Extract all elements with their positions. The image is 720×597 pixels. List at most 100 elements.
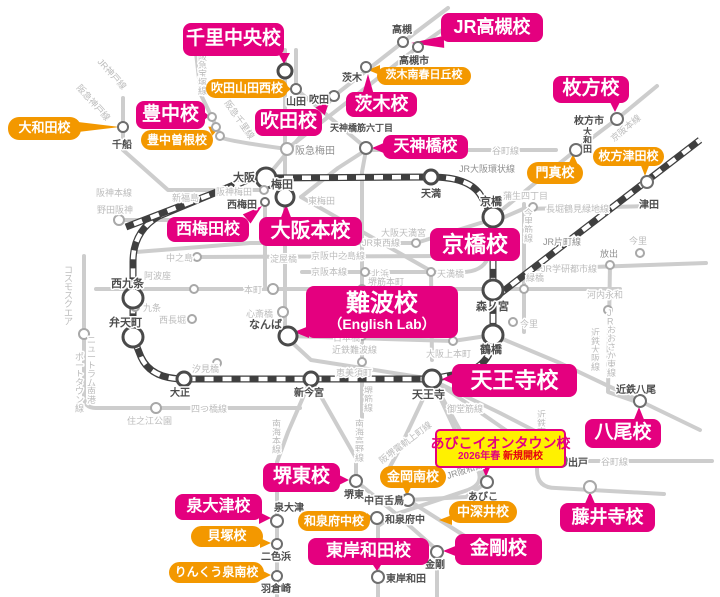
school-name: 泉大津校 (186, 498, 251, 516)
school-label-sub[interactable]: 豊中曽根校 (141, 130, 213, 150)
school-label-tail (280, 204, 292, 220)
school-label-tail (278, 53, 290, 64)
school-name: 大阪本校 (270, 219, 351, 242)
school-label-sub[interactable]: 大和田校 (8, 117, 81, 140)
station-name: 金剛 (424, 558, 445, 571)
station-name: 緑橋 (526, 272, 544, 283)
school-label-sub[interactable]: 吹田山田西校 (206, 79, 288, 98)
school-label-main[interactable]: 藤井寺校 (560, 503, 655, 532)
station-circle (640, 175, 654, 189)
station-circle (150, 402, 162, 414)
station-name: 淀屋橋 (270, 253, 297, 264)
station-circle (481, 323, 505, 347)
school-name: 茨木南春日丘校 (385, 69, 463, 82)
rail-line-name: 阪急千里線 (222, 98, 257, 141)
school-label-main[interactable]: 八尾校 (585, 419, 661, 448)
school-name: JR高槻校 (453, 16, 531, 37)
school-label-main[interactable]: 京橋校 (430, 228, 520, 261)
station-name: 中百舌鳥 (364, 494, 404, 507)
school-label-sub[interactable]: 枚方津田校 (593, 147, 664, 166)
station-name: 西九条 (111, 276, 145, 290)
station-name: 茨木 (342, 71, 363, 84)
station-circle (412, 41, 424, 53)
school-label-main[interactable]: 大阪本校 (259, 217, 362, 246)
school-label-main[interactable]: 天神橋校 (383, 135, 468, 159)
school-label-tail (294, 326, 309, 338)
station-name: 本町 (244, 284, 262, 295)
school-label-sub[interactable]: 貝塚校 (191, 526, 263, 547)
station-circle (271, 570, 283, 582)
school-label-tail (362, 74, 374, 95)
rail-jr-hanwa-line (376, 378, 482, 597)
school-label-sub[interactable]: 門真校 (527, 162, 583, 184)
school-label-sub[interactable]: 中深井校 (449, 501, 517, 523)
rail-line-name: ニュートラム南港 (87, 335, 96, 405)
school-name: 難波校 (346, 290, 418, 318)
rail-line-name: 近鉄大阪線 (591, 327, 600, 372)
school-label-sub[interactable]: 金岡南校 (380, 466, 446, 488)
school-label-main[interactable]: 泉大津校 (175, 494, 262, 520)
school-label-sub[interactable]: 和泉府中校 (298, 511, 370, 531)
station-circle (276, 62, 294, 80)
station-name: 堺東 (344, 488, 364, 501)
school-name: 千里中央校 (185, 28, 281, 50)
rail-line-name: 南海高野線 (355, 418, 364, 463)
school-label-main[interactable]: JR高槻校 (441, 13, 543, 42)
station-name: 和泉府中 (384, 513, 425, 526)
station-name: 今里 (520, 318, 538, 329)
school-label-main[interactable]: 天王寺校 (452, 364, 577, 397)
rail-jr-loop-line-dash (130, 174, 496, 382)
school-label-main[interactable]: 西梅田校 (167, 217, 249, 242)
school-name-sub: （English Lab） (328, 316, 436, 333)
rail-line-name: JR東西線 (362, 237, 400, 248)
station-circle (569, 143, 583, 157)
school-name: 中深井校 (456, 503, 509, 519)
school-label-sub[interactable]: りんくう泉南校 (169, 562, 264, 583)
school-label-main[interactable]: 堺東校 (263, 463, 340, 492)
school-name: 枚方校 (562, 78, 620, 100)
station-name: 山田 (286, 95, 306, 108)
station-name: 東梅田 (308, 195, 335, 206)
rail-line-name: 南海本線 (272, 418, 281, 455)
station-circle (357, 357, 367, 367)
school-label-main[interactable]: 茨木校 (346, 92, 417, 117)
station-circle (401, 493, 415, 507)
rail-line-name: JR学研都市線 (541, 263, 597, 274)
rail-sakaisuji-line (360, 148, 368, 432)
school-name: 京橋校 (441, 231, 508, 257)
school-label-tail (439, 515, 452, 525)
station-and-line-labels: 大阪梅田東梅田阪神梅田西梅田阪急梅田天神橋筋六丁目天満大阪天満宮北浜淀屋橋中之島… (63, 22, 661, 597)
rail-jr-katamachi-line-dash (495, 138, 702, 298)
school-name: あびこイオンタウン校 (430, 434, 571, 451)
rail-nankai-main-line (275, 377, 313, 597)
rail-line-name: 堺筋線 (364, 385, 373, 413)
school-label-main[interactable]: 金剛校 (455, 534, 542, 565)
school-label-main[interactable]: 豊中校 (136, 101, 205, 129)
station-circle (528, 202, 538, 212)
school-name: 門真校 (535, 164, 575, 180)
station-circle (215, 131, 225, 141)
station-name: 天神橋筋六丁目 (330, 122, 393, 133)
school-opening-note: 2026年春 新規開校 (458, 451, 543, 463)
school-label-sub[interactable]: 茨木南春日丘校 (377, 67, 471, 85)
school-label-main[interactable]: 吹田校 (255, 109, 322, 136)
rail-line-name: 谷町線 (601, 456, 628, 467)
station-circle (187, 314, 197, 324)
rail-line-name: 御堂筋線 (447, 403, 483, 414)
school-label-main[interactable]: 難波校（English Lab） (306, 286, 458, 338)
station-name: 堺筋本町 (368, 276, 404, 287)
station-name: 吹田 (309, 93, 329, 106)
station-name: あびこ (468, 490, 498, 503)
rail-line-name: 谷町線 (492, 145, 519, 156)
station-name: 新福島 (172, 192, 199, 203)
station-name: 放出 (600, 248, 618, 259)
station-name: 新今宮 (294, 386, 324, 399)
station-name: 出戸 (568, 456, 588, 469)
school-label-main[interactable]: 千里中央校 (183, 23, 284, 56)
station-circle (270, 514, 284, 528)
school-label-main[interactable]: 枚方校 (553, 76, 629, 103)
school-label-main[interactable]: 東岸和田校 (308, 538, 429, 565)
station-name: 森ノ宮 (476, 299, 509, 313)
